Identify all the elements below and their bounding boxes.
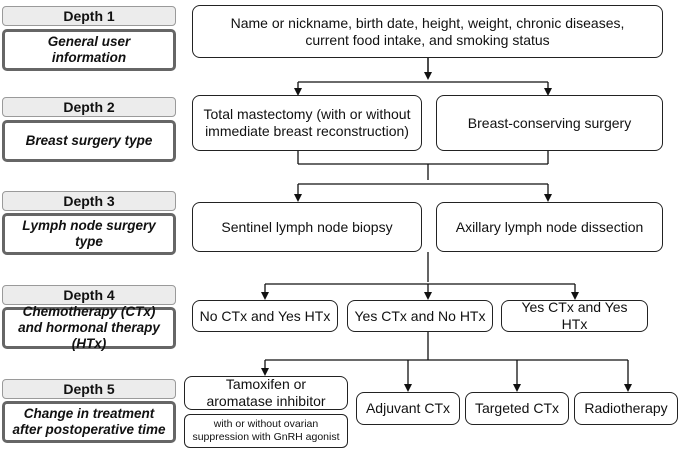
node-yes-ctx-no-htx: Yes CTx and No HTx [347,300,493,332]
depth-5-tag: Depth 5 [2,379,176,399]
depth-2-tag: Depth 2 [2,97,176,117]
node-breast-conserving-surgery: Breast-conserving surgery [436,95,663,151]
node-ovarian-suppression-note: with or without ovarian suppression with… [184,414,348,448]
depth-3-description: Lymph node surgery type [2,213,176,255]
depth-5-description: Change in treatment after postoperative … [2,401,176,443]
node-yes-ctx-yes-htx: Yes CTx and Yes HTx [501,299,648,332]
depth-1-description: General user information [2,29,176,71]
depth-3-tag: Depth 3 [2,191,176,211]
node-targeted-ctx: Targeted CTx [465,392,569,425]
depth-1-tag: Depth 1 [2,6,176,26]
node-radiotherapy: Radiotherapy [574,392,678,425]
node-sentinel-lymph-node-biopsy: Sentinel lymph node biopsy [192,202,422,252]
node-total-mastectomy: Total mastectomy (with or without immedi… [192,95,422,151]
depth-4-description: Chemotherapy (CTx) and hormonal therapy … [2,304,176,351]
node-general-info: Name or nickname, birth date, height, we… [192,5,663,58]
node-tamoxifen-or-aromatase-inhibitor: Tamoxifen or aromatase inhibitor [184,376,348,410]
node-no-ctx-yes-htx: No CTx and Yes HTx [192,300,338,332]
node-adjuvant-ctx: Adjuvant CTx [356,392,460,425]
node-axillary-lymph-node-dissection: Axillary lymph node dissection [436,202,663,252]
depth-4-tag: Depth 4 [2,285,176,305]
depth-2-description: Breast surgery type [2,120,176,162]
